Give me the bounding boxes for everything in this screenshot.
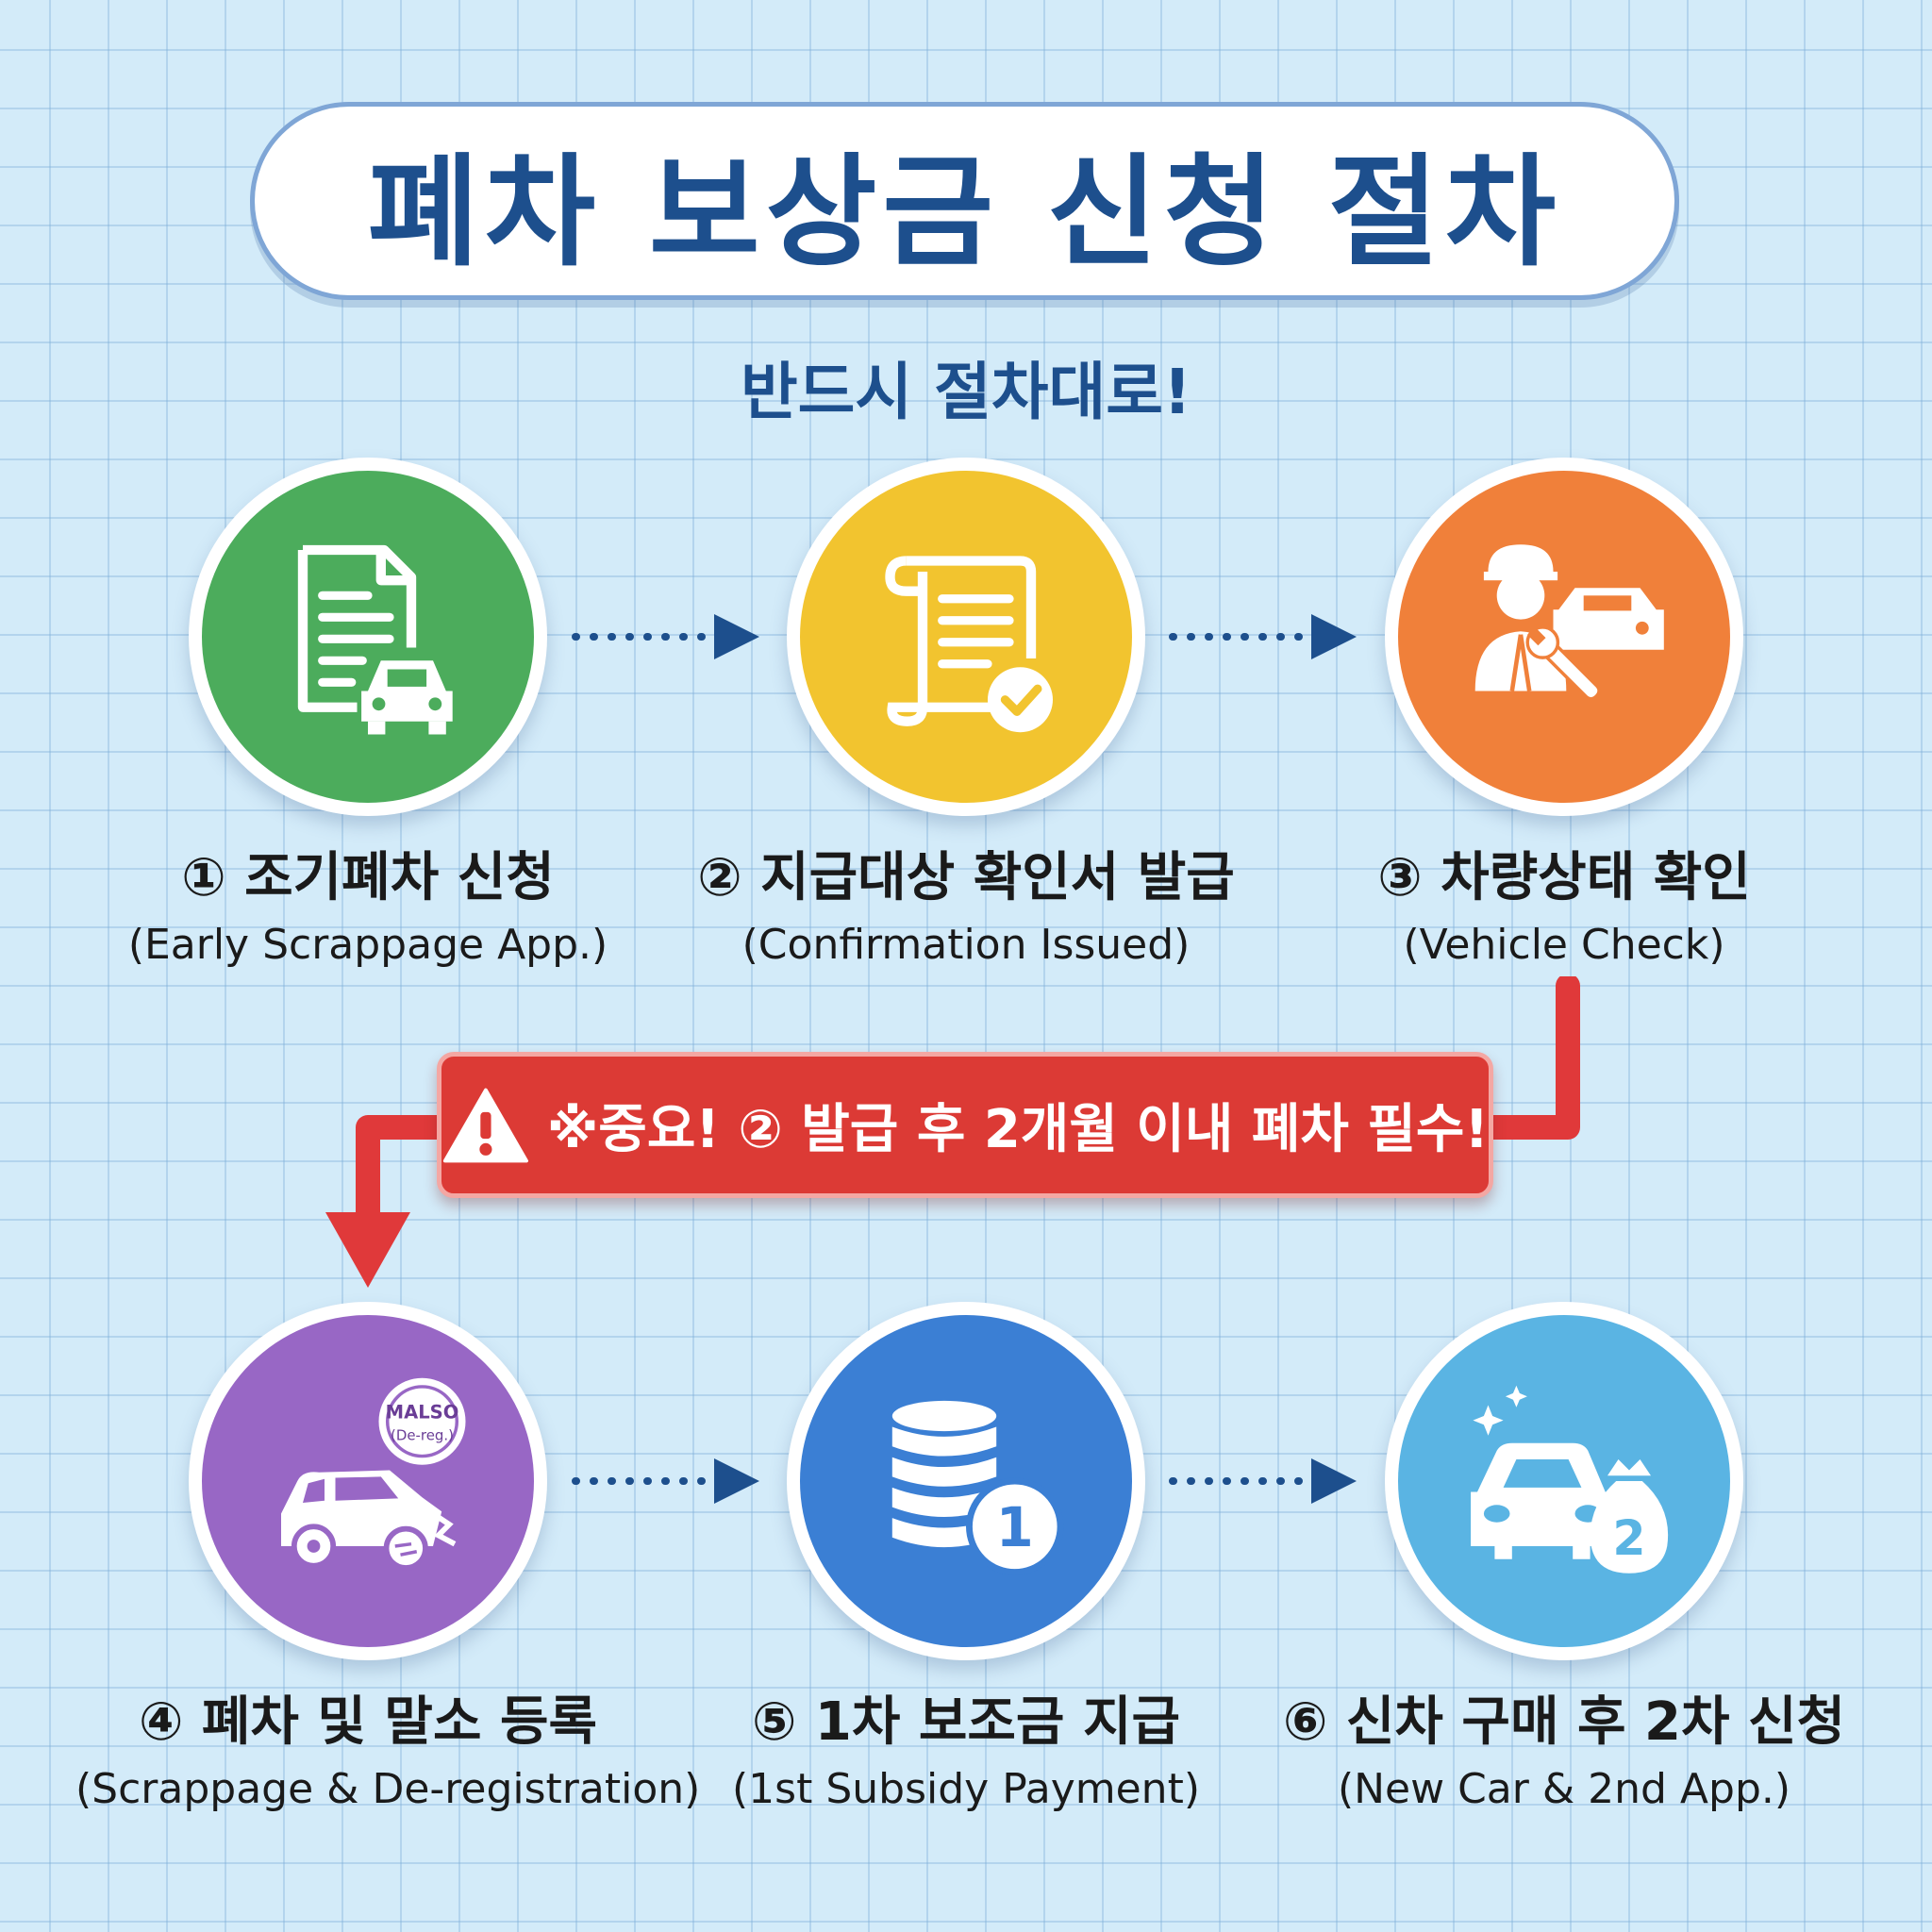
step-1: ① 조기폐차 신청 (Early Scrappage App.) bbox=[75, 458, 660, 969]
step-4-subtitle: (Scrappage & De-registration) bbox=[75, 1765, 701, 1813]
step-2-subtitle: (Confirmation Issued) bbox=[741, 921, 1191, 969]
step-6: 2 ⑥ 신차 구매 후 2차 신청 (New Car & 2nd App.) bbox=[1272, 1302, 1857, 1813]
mechanic-car-icon bbox=[1474, 544, 1664, 701]
step-6-label: ⑥ 신차 구매 후 2차 신청 bbox=[1282, 1691, 1846, 1753]
arrow-4-to-5 bbox=[572, 1458, 759, 1504]
step-4-label: ④ 폐차 및 말소 등록 bbox=[138, 1691, 598, 1753]
arrow-1-to-2 bbox=[572, 614, 759, 659]
new-car-moneybag-icon: 2 bbox=[1471, 1385, 1669, 1574]
step-1-subtitle: (Early Scrappage App.) bbox=[127, 921, 608, 969]
step-3-subtitle: (Vehicle Check) bbox=[1403, 921, 1725, 969]
title-banner: 폐차 보상금 신청 절차 bbox=[250, 102, 1679, 300]
certificate-check-icon bbox=[885, 556, 1053, 733]
step-2-label: ② 지급대상 확인서 발급 bbox=[697, 847, 1235, 908]
warning-text: ※중요! ② 발급 후 2개월 이내 폐차 필수! bbox=[546, 1099, 1489, 1160]
step-2: ② 지급대상 확인서 발급 (Confirmation Issued) bbox=[674, 458, 1258, 969]
warning-triangle-icon bbox=[442, 1088, 528, 1162]
page-title: 폐차 보상금 신청 절차 bbox=[367, 142, 1562, 283]
wrecked-car-stamp-icon: MALSO (De-reg.) bbox=[281, 1377, 466, 1571]
step-3: ③ 차량상태 확인 (Vehicle Check) bbox=[1272, 458, 1857, 969]
step-1-label: ① 조기폐차 신청 bbox=[181, 847, 555, 908]
arrow-2-to-3 bbox=[1169, 614, 1357, 659]
coin-badge-1: 1 bbox=[996, 1496, 1034, 1559]
warning-banner: ※중요! ② 발급 후 2개월 이내 폐차 필수! bbox=[437, 1052, 1493, 1198]
subtitle: 반드시 절차대로! bbox=[740, 356, 1192, 428]
step-4: MALSO (De-reg.) ④ 폐차 및 말소 등록 (Scrappage … bbox=[75, 1302, 701, 1813]
arrow-5-to-6 bbox=[1169, 1458, 1357, 1504]
document-car-icon bbox=[297, 544, 453, 735]
warning-flow-arrow bbox=[325, 976, 1580, 1288]
step-3-label: ③ 차량상태 확인 bbox=[1377, 847, 1751, 908]
stamp-line2: (De-reg.) bbox=[391, 1426, 454, 1443]
step-5: 1 ⑤ 1차 보조금 지급 (1st Subsidy Payment) bbox=[674, 1302, 1258, 1813]
coins-one-icon: 1 bbox=[891, 1400, 1064, 1576]
step-6-subtitle: (New Car & 2nd App.) bbox=[1337, 1765, 1791, 1813]
moneybag-badge-2: 2 bbox=[1612, 1510, 1645, 1566]
step-5-label: ⑤ 1차 보조금 지급 bbox=[752, 1691, 1180, 1753]
stamp-line1: MALSO bbox=[386, 1401, 459, 1423]
step-5-subtitle: (1st Subsidy Payment) bbox=[732, 1765, 1200, 1813]
